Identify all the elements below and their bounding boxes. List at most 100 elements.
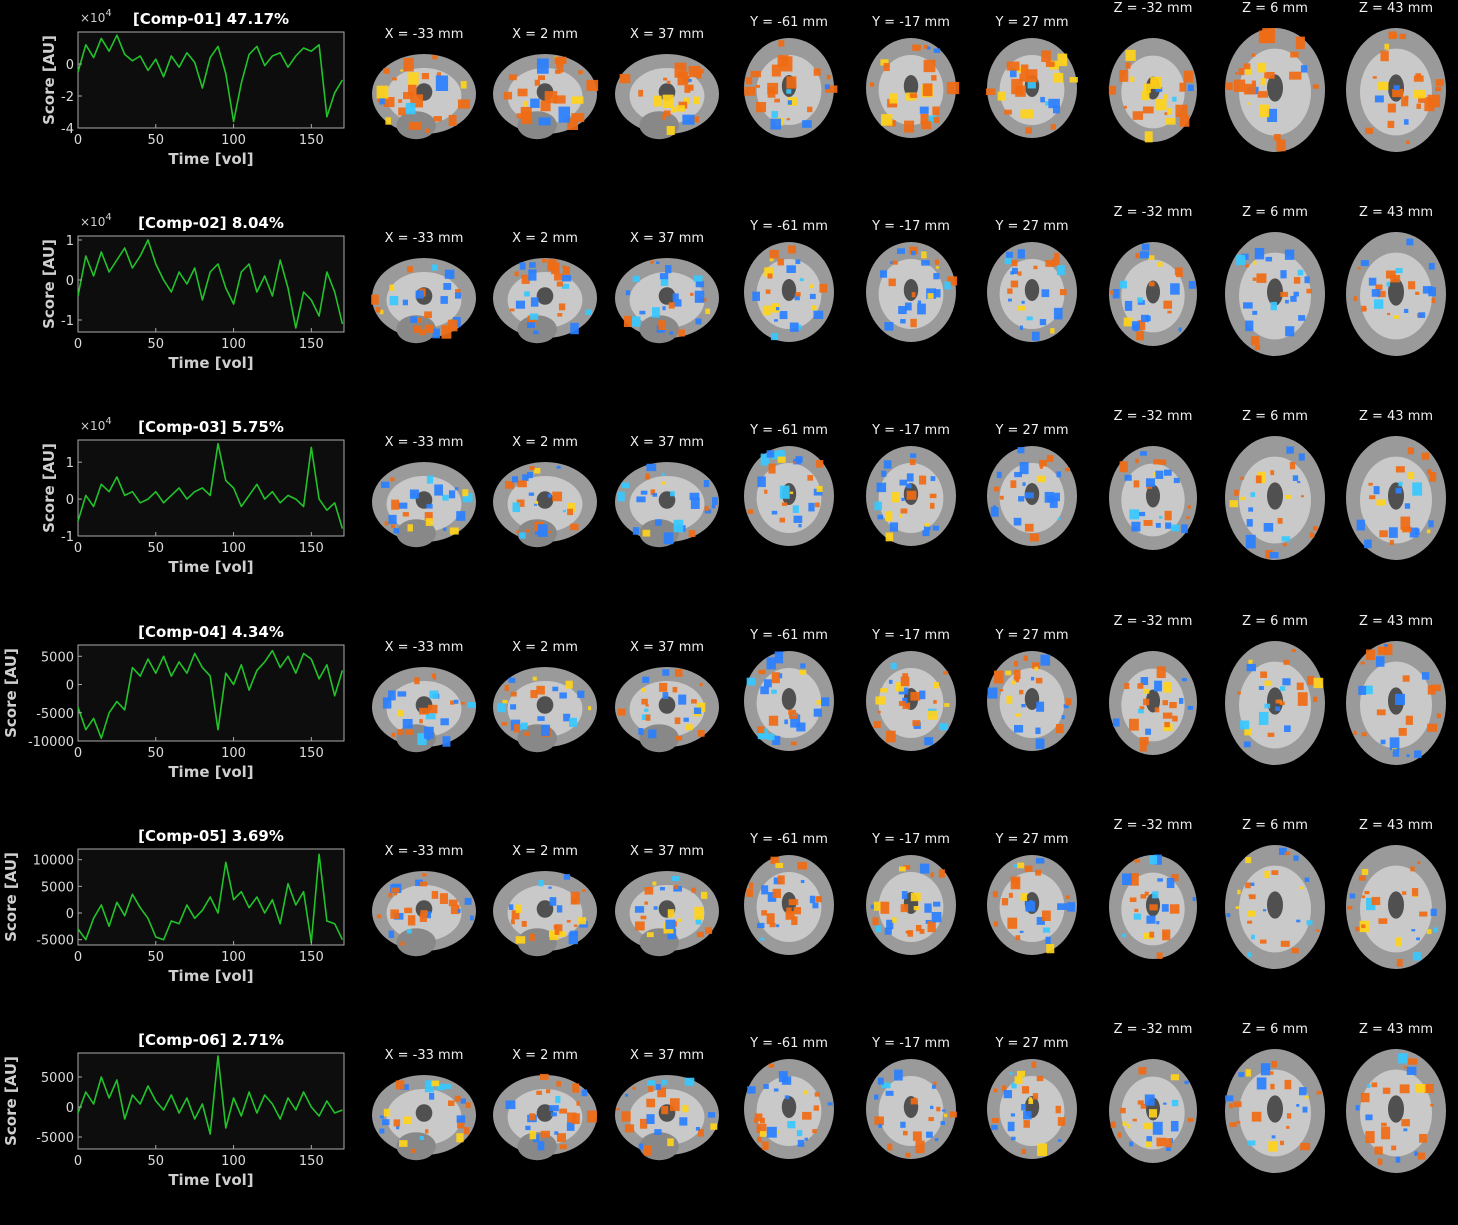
- negative-activation: [642, 676, 650, 683]
- plot-title: [Comp-01] 47.17%: [133, 10, 289, 28]
- positive-activation: [552, 491, 563, 502]
- positive-activation: [1251, 80, 1256, 86]
- negative-activation: [1057, 1139, 1062, 1142]
- positive-activation: [1268, 1141, 1278, 1152]
- negative-activation: [1245, 534, 1256, 549]
- positive-activation: [407, 84, 417, 96]
- positive-activation: [1423, 1084, 1434, 1094]
- negative-activation: [1157, 878, 1163, 882]
- slice-label: X = 37 mm: [630, 1048, 704, 1063]
- positive-activation: [671, 107, 676, 113]
- negative-activation: [1412, 482, 1423, 496]
- negative-activation: [1349, 893, 1356, 899]
- negative-activation: [763, 679, 772, 688]
- negative-activation: [662, 306, 666, 311]
- positive-activation: [669, 1098, 680, 1112]
- negative-activation: [457, 908, 461, 913]
- positive-activation: [704, 506, 709, 511]
- positive-activation: [537, 75, 545, 81]
- positive-activation: [1025, 127, 1032, 134]
- ventricle: [1267, 891, 1283, 919]
- negative-activation: [824, 84, 830, 90]
- negative-activation: [1430, 908, 1437, 917]
- negative-activation: [454, 487, 459, 491]
- positive-activation: [666, 80, 671, 85]
- positive-activation: [516, 499, 525, 507]
- positive-activation: [1035, 677, 1043, 684]
- positive-activation: [1132, 1118, 1137, 1122]
- positive-activation: [1164, 722, 1170, 728]
- positive-activation: [529, 933, 535, 941]
- positive-activation: [759, 1130, 767, 1137]
- positive-activation: [1154, 707, 1160, 713]
- negative-activation: [1152, 1121, 1163, 1135]
- positive-activation: [1353, 730, 1357, 735]
- positive-activation: [1259, 939, 1267, 944]
- positive-activation: [1036, 475, 1046, 483]
- positive-activation: [571, 113, 585, 123]
- negative-activation: [379, 1128, 385, 1134]
- positive-activation: [764, 267, 774, 277]
- y-scale-exponent: ×104: [80, 416, 112, 433]
- slice-label: X = -33 mm: [385, 27, 464, 42]
- positive-activation: [1015, 935, 1021, 941]
- negative-activation: [1155, 522, 1161, 528]
- negative-activation: [1140, 314, 1149, 323]
- negative-activation: [1389, 737, 1400, 751]
- ventricle: [781, 279, 797, 301]
- negative-activation: [585, 309, 593, 315]
- negative-activation: [924, 903, 932, 913]
- x-tick-label: 0: [74, 950, 82, 965]
- negative-activation: [812, 902, 819, 909]
- positive-activation: [1234, 489, 1239, 496]
- positive-activation: [762, 305, 771, 316]
- positive-activation: [582, 889, 586, 892]
- negative-activation: [1285, 299, 1289, 304]
- negative-activation: [795, 259, 801, 264]
- negative-activation: [1298, 453, 1305, 461]
- negative-activation: [770, 118, 782, 130]
- positive-activation: [674, 884, 679, 889]
- positive-activation: [1406, 140, 1410, 145]
- negative-activation: [766, 450, 775, 458]
- positive-activation: [570, 523, 579, 531]
- positive-activation: [534, 500, 539, 505]
- positive-activation: [1162, 712, 1173, 719]
- positive-activation: [1257, 471, 1266, 484]
- positive-activation: [1283, 659, 1290, 665]
- positive-activation: [1179, 115, 1190, 127]
- positive-activation: [1297, 692, 1308, 706]
- negative-activation: [1035, 738, 1045, 749]
- negative-activation: [563, 713, 571, 722]
- positive-activation: [1436, 713, 1442, 719]
- positive-activation: [762, 1141, 769, 1151]
- slice-label: X = 37 mm: [630, 27, 704, 42]
- positive-activation: [1413, 75, 1424, 82]
- brain-slice: Y = 27 mm: [987, 832, 1077, 955]
- negative-activation: [534, 503, 538, 506]
- negative-activation: [1298, 315, 1306, 321]
- positive-activation: [661, 481, 667, 485]
- negative-activation: [528, 492, 535, 496]
- negative-activation: [1129, 1141, 1134, 1147]
- negative-activation: [1045, 936, 1051, 945]
- slice-label: X = 37 mm: [630, 435, 704, 450]
- positive-activation: [1229, 500, 1239, 508]
- positive-activation: [1307, 675, 1315, 686]
- negative-activation: [1010, 1136, 1016, 1141]
- positive-activation: [1233, 79, 1246, 92]
- positive-activation: [1398, 727, 1407, 736]
- slice-label: X = 2 mm: [512, 640, 578, 655]
- slice-label: Y = -17 mm: [871, 1036, 950, 1051]
- positive-activation: [1033, 265, 1038, 270]
- positive-activation: [398, 99, 403, 103]
- positive-activation: [786, 907, 792, 915]
- negative-activation: [746, 677, 756, 686]
- positive-activation: [992, 891, 998, 898]
- negative-activation: [772, 735, 781, 745]
- negative-activation: [1404, 503, 1411, 509]
- positive-activation: [771, 672, 780, 684]
- positive-activation: [1041, 910, 1051, 921]
- negative-activation: [1171, 1099, 1179, 1107]
